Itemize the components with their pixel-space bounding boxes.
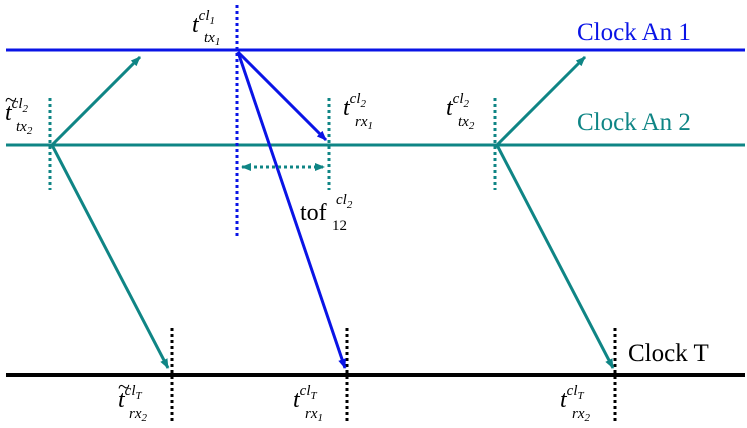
label-t-rx1-an2: tcl2 rx1 [343, 91, 373, 132]
arrow-an2-to-t-left [50, 144, 170, 369]
svg-text:tof: tof [300, 200, 327, 226]
svg-text:rx1: rx1 [355, 114, 373, 132]
svg-text:rx2: rx2 [572, 406, 591, 424]
svg-text:tclT: tclT [560, 383, 585, 413]
arrow-an2-to-an1-left [50, 55, 142, 147]
svg-text:cl2: cl2 [336, 192, 353, 211]
svg-text:tcl1: tcl1 [192, 8, 215, 38]
label-t-tx1: tcl1 tx1 [192, 8, 220, 48]
svg-text:tcl2: tcl2 [5, 96, 29, 126]
arrow-an2-to-an1-right [495, 55, 587, 147]
label-tof: tof 12 cl2 [300, 192, 353, 234]
label-tilde-t-rxT-left: ~ tclT rx2 [118, 374, 148, 424]
clock-t-label: Clock T [628, 340, 709, 367]
label-t-tx2-right: tcl2 tx2 [446, 91, 475, 132]
label-t-rxT-right: tclT rx2 [560, 383, 591, 424]
label-t-rxT-mid: tclT rx1 [293, 383, 323, 424]
svg-text:rx1: rx1 [305, 406, 323, 424]
label-tilde-t-tx2-left: ~ tcl2 tx2 [5, 87, 33, 137]
arrow-an2-to-t-right [495, 144, 615, 369]
svg-text:tclT: tclT [118, 383, 143, 413]
svg-text:12: 12 [332, 218, 347, 234]
svg-text:tx2: tx2 [16, 119, 33, 137]
svg-text:rx2: rx2 [129, 406, 148, 424]
svg-text:tcl2: tcl2 [343, 91, 367, 121]
svg-text:tx1: tx1 [204, 30, 220, 48]
clock-an1-label: Clock An 1 [577, 19, 691, 46]
svg-text:tclT: tclT [293, 383, 318, 413]
arrow-an1-to-t [236, 51, 347, 369]
svg-text:tcl2: tcl2 [446, 91, 470, 121]
svg-text:tx2: tx2 [458, 114, 475, 132]
arrow-an1-to-an2 [236, 50, 328, 142]
svg-text:~: ~ [118, 374, 130, 399]
clock-an2-label: Clock An 2 [577, 109, 691, 136]
svg-text:~: ~ [5, 87, 17, 112]
